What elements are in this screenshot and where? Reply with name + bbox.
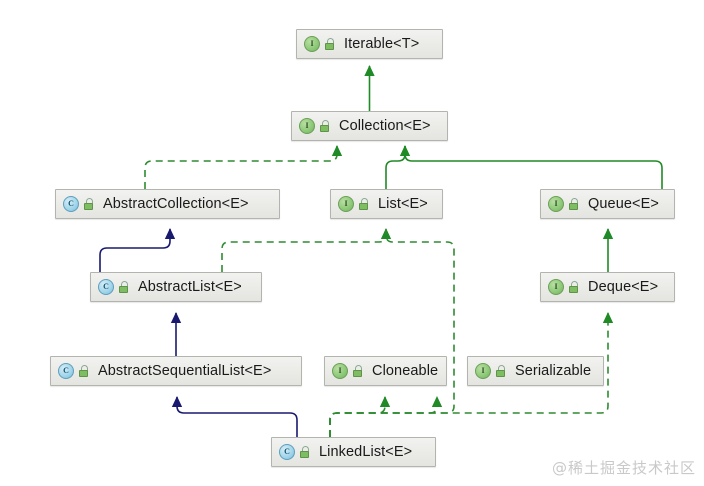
node-icons: I [548, 279, 579, 295]
node-icons: I [332, 363, 363, 379]
class-node-label: LinkedList<E> [319, 443, 413, 460]
lock-icon [495, 365, 506, 377]
class-node-cloneable[interactable]: I Cloneable [324, 356, 447, 386]
edge-queue-extends-collection [404, 146, 663, 189]
lock-icon [568, 198, 579, 210]
interface-icon: I [548, 196, 564, 212]
node-icons: I [304, 36, 335, 52]
lock-icon [324, 38, 335, 50]
edge-linkedlist-extends-abstractsequentiallist [171, 396, 298, 437]
node-icons: C [98, 279, 129, 295]
class-node-abstractlist[interactable]: C AbstractList<E> [90, 272, 262, 302]
lock-icon [319, 120, 330, 132]
class-node-deque[interactable]: I Deque<E> [540, 272, 675, 302]
class-node-list[interactable]: I List<E> [330, 189, 443, 219]
class-node-collection[interactable]: I Collection<E> [291, 111, 448, 141]
interface-icon: I [548, 279, 564, 295]
class-node-label: Cloneable [372, 362, 439, 379]
edge-abstractlist-extends-abstractcollection [99, 228, 176, 272]
class-node-label: Deque<E> [588, 278, 659, 295]
edge-linkedlist-implements-list [329, 229, 455, 437]
interface-icon: I [475, 363, 491, 379]
node-icons: I [338, 196, 369, 212]
node-icons: C [63, 196, 94, 212]
class-icon: C [63, 196, 79, 212]
edge-linkedlist-implements-cloneable [329, 396, 391, 437]
class-node-label: AbstractCollection<E> [103, 195, 249, 212]
lock-icon [78, 365, 89, 377]
watermark: @稀土掘金技术社区 [551, 459, 696, 477]
class-node-label: Collection<E> [339, 117, 431, 134]
class-node-label: Queue<E> [588, 195, 659, 212]
class-node-iterable[interactable]: I Iterable<T> [296, 29, 443, 59]
class-node-label: Serializable [515, 362, 592, 379]
class-node-label: AbstractList<E> [138, 278, 242, 295]
class-node-queue[interactable]: I Queue<E> [540, 189, 675, 219]
class-node-abstractsequentiallist[interactable]: C AbstractSequentialList<E> [50, 356, 302, 386]
lock-icon [83, 198, 94, 210]
class-icon: C [98, 279, 114, 295]
edge-abstractcollection-implements-collection [144, 145, 343, 189]
interface-icon: I [338, 196, 354, 212]
lock-icon [358, 198, 369, 210]
edge-linkedlist-implements-serializable [329, 396, 443, 437]
interface-icon: I [299, 118, 315, 134]
node-icons: I [475, 363, 506, 379]
interface-icon: I [304, 36, 320, 52]
node-icons: C [279, 444, 310, 460]
class-node-label: List<E> [378, 195, 428, 212]
interface-icon: I [332, 363, 348, 379]
class-icon: C [58, 363, 74, 379]
edge-list-extends-collection [385, 145, 411, 189]
class-node-label: Iterable<T> [344, 35, 420, 52]
node-icons: I [548, 196, 579, 212]
class-node-linkedlist[interactable]: C LinkedList<E> [271, 437, 436, 467]
lock-icon [118, 281, 129, 293]
class-node-serializable[interactable]: I Serializable [467, 356, 604, 386]
class-node-abstractcollection[interactable]: C AbstractCollection<E> [55, 189, 280, 219]
class-node-label: AbstractSequentialList<E> [98, 362, 272, 379]
node-icons: I [299, 118, 330, 134]
node-icons: C [58, 363, 89, 379]
class-icon: C [279, 444, 295, 460]
lock-icon [568, 281, 579, 293]
lock-icon [352, 365, 363, 377]
edge-abstractlist-implements-list [221, 228, 392, 272]
lock-icon [299, 446, 310, 458]
